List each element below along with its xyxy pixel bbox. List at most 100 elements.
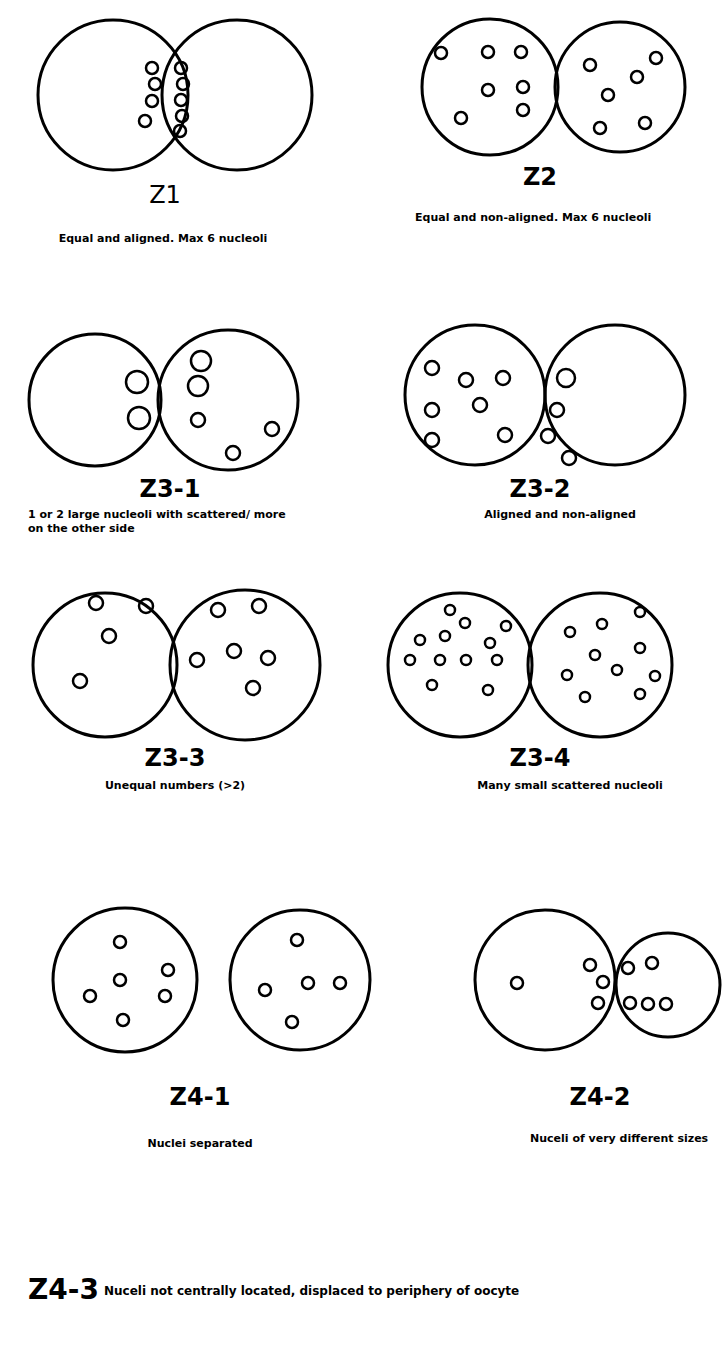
nucleolus-circle <box>485 638 495 648</box>
pronucleus-circle <box>422 19 558 155</box>
pronucleus-circle <box>528 593 672 737</box>
nucleolus-circle <box>415 635 425 645</box>
pronucleus-circle <box>405 325 545 465</box>
nucleolus-circle <box>191 413 205 427</box>
grade-label: Z3-1 <box>110 474 230 504</box>
grade-description: Nuceli not centrally located, displaced … <box>104 1284 714 1299</box>
nucleolus-circle <box>177 78 189 90</box>
nucleolus-circle <box>190 653 204 667</box>
nucleolus-circle <box>584 59 596 71</box>
nucleolus-circle <box>139 115 151 127</box>
nucleolus-circle <box>114 936 126 948</box>
nucleolus-circle <box>473 398 487 412</box>
grade-label: Z3-3 <box>115 743 235 773</box>
nucleolus-circle <box>334 977 346 989</box>
nucleolus-circle <box>291 934 303 946</box>
nucleolus-circle <box>482 46 494 58</box>
pronucleus-circle <box>158 330 298 470</box>
nucleolus-circle <box>191 351 211 371</box>
nucleolus-circle <box>483 685 493 695</box>
nucleolus-circle <box>498 428 512 442</box>
nucleolus-circle <box>562 451 576 465</box>
grade-label: Z1 <box>115 180 215 210</box>
grade-label: Z3-4 <box>480 743 600 773</box>
pronucleus-circle <box>555 22 685 152</box>
nucleolus-circle <box>612 665 622 675</box>
nucleolus-circle <box>602 89 614 101</box>
pronucleus-circle <box>475 910 615 1050</box>
nucleolus-circle <box>174 125 186 137</box>
nucleolus-circle <box>126 371 148 393</box>
nucleolus-circle <box>146 95 158 107</box>
nucleolus-circle <box>590 650 600 660</box>
nucleolus-circle <box>435 47 447 59</box>
nucleolus-circle <box>492 655 502 665</box>
pronucleus-circle <box>162 20 312 170</box>
nucleolus-circle <box>550 403 564 417</box>
nucleolus-circle <box>557 369 575 387</box>
nucleolus-circle <box>89 596 103 610</box>
pronucleus-circle <box>53 908 197 1052</box>
nucleolus-circle <box>515 46 527 58</box>
nucleolus-circle <box>425 361 439 375</box>
grade-label: Z4-3 <box>28 1272 108 1307</box>
grade-description: Many small scattered nucleoli <box>420 779 720 793</box>
grade-description: Nuceli of very different sizes <box>530 1132 715 1146</box>
nucleolus-circle <box>246 681 260 695</box>
nucleolus-circle <box>440 631 450 641</box>
nucleolus-circle <box>461 655 471 665</box>
nucleolus-circle <box>102 629 116 643</box>
nucleolus-circle <box>646 957 658 969</box>
nucleolus-circle <box>660 998 672 1010</box>
nucleolus-circle <box>517 104 529 116</box>
nucleolus-circle <box>146 62 158 74</box>
nucleolus-circle <box>650 52 662 64</box>
pronucleus-circle <box>29 334 161 466</box>
nucleolus-circle <box>176 110 188 122</box>
nucleolus-circle <box>286 1016 298 1028</box>
nucleolus-circle <box>427 680 437 690</box>
nucleolus-circle <box>435 655 445 665</box>
nucleolus-circle <box>405 655 415 665</box>
pronucleus-circle <box>38 20 188 170</box>
grade-description: Equal and aligned. Max 6 nucleoli <box>28 232 298 246</box>
pronucleus-circle <box>170 590 320 740</box>
nucleolus-circle <box>162 964 174 976</box>
pronucleus-circle <box>545 325 685 465</box>
nucleolus-circle <box>565 627 575 637</box>
nucleolus-circle <box>459 373 473 387</box>
nucleolus-circle <box>594 122 606 134</box>
grade-label: Z4-2 <box>540 1082 660 1112</box>
nucleolus-circle <box>624 997 636 1009</box>
nucleolus-circle <box>517 81 529 93</box>
nucleolus-circle <box>639 117 651 129</box>
nucleolus-circle <box>226 446 240 460</box>
nucleolus-circle <box>175 62 187 74</box>
nucleolus-circle <box>128 407 150 429</box>
nucleolus-circle <box>84 990 96 1002</box>
nucleolus-circle <box>302 977 314 989</box>
grade-description: 1 or 2 large nucleoli with scattered/ mo… <box>28 508 303 536</box>
nucleolus-circle <box>631 71 643 83</box>
nucleolus-circle <box>482 84 494 96</box>
nucleolus-circle <box>496 371 510 385</box>
nucleolus-circle <box>149 78 161 90</box>
grade-description: Nuclei separated <box>100 1137 300 1151</box>
nucleolus-circle <box>211 603 225 617</box>
nucleolus-circle <box>455 112 467 124</box>
grade-label: Z4-1 <box>140 1082 260 1112</box>
nucleolus-circle <box>642 998 654 1010</box>
pronucleus-circle <box>616 933 720 1037</box>
nucleolus-circle <box>597 976 609 988</box>
nucleolus-circle <box>252 599 266 613</box>
nucleolus-circle <box>635 607 645 617</box>
grade-description: Unequal numbers (>2) <box>60 779 290 793</box>
nucleolus-circle <box>259 984 271 996</box>
nucleolus-circle <box>635 643 645 653</box>
nucleolus-circle <box>584 959 596 971</box>
nucleolus-circle <box>265 422 279 436</box>
nucleolus-circle <box>117 1014 129 1026</box>
nucleolus-circle <box>445 605 455 615</box>
nucleolus-circle <box>175 94 187 106</box>
